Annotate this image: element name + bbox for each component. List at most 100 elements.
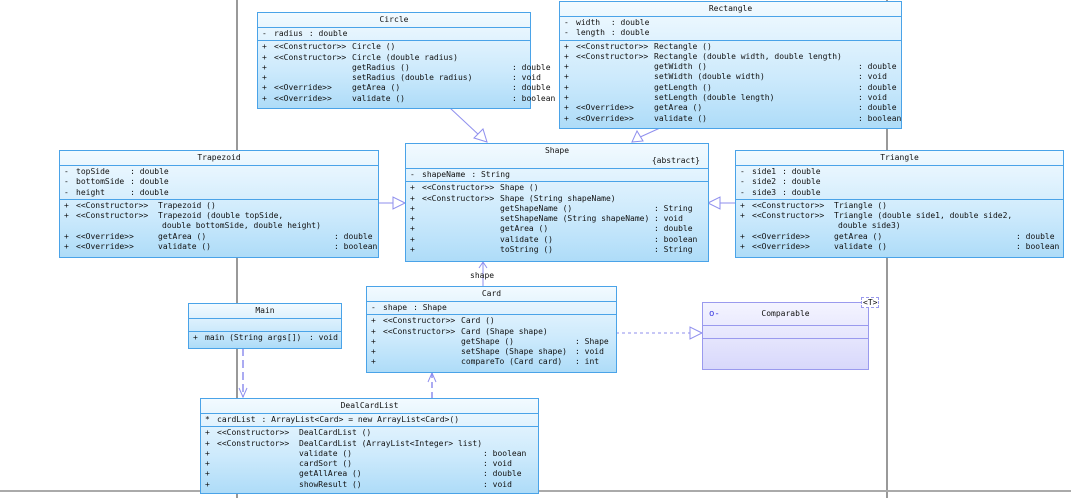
methods-section: +<<Constructor>>Triangle ()+<<Constructo… <box>736 200 1063 253</box>
stereotype <box>383 347 461 357</box>
class-header: Triangle <box>736 151 1063 166</box>
method-name: toString () <box>500 245 553 255</box>
interface-comparable[interactable]: o- Comparable <box>702 302 869 370</box>
class-name: Trapezoid <box>197 153 241 162</box>
return-type: : int <box>575 357 600 367</box>
method-row: +<<Constructor>>Shape (String shapeName) <box>410 194 708 204</box>
method-row: +<<Constructor>>Card () <box>371 316 616 326</box>
class-header: Circle <box>258 13 530 28</box>
stereotype <box>422 204 500 214</box>
attribute-type: : double <box>782 187 821 197</box>
method-name: setWidth (double width) <box>654 72 765 82</box>
stereotype: <<Constructor>> <box>217 438 290 448</box>
visibility: + <box>205 459 210 469</box>
class-name: Card <box>481 289 502 298</box>
method-name: getArea () <box>500 224 549 234</box>
method-row: +<<Override>>validate (): boolean <box>262 94 555 104</box>
attribute-name: width <box>576 18 605 27</box>
realization-card-comparable <box>616 326 704 340</box>
return-type: : String <box>654 245 693 255</box>
visibility: - <box>64 167 69 176</box>
visibility: + <box>740 231 745 241</box>
visibility: - <box>262 29 267 38</box>
stereotype <box>576 83 654 93</box>
stereotype: <<Constructor>> <box>576 51 649 61</box>
return-type: : double <box>334 231 373 241</box>
attributes-section: -shape: Shape <box>367 302 616 316</box>
method-name: Card (Shape shape) <box>461 326 548 336</box>
method-row: +getArea (): double <box>410 224 708 234</box>
visibility: + <box>371 336 376 346</box>
method-row: +<<Constructor>>Triangle (double side1, … <box>740 211 1063 221</box>
stereotype <box>576 93 654 103</box>
method-name: compareTo (Card card) <box>461 357 563 367</box>
method-name: DealCardList () <box>299 428 372 438</box>
attribute-type: : Shape <box>413 303 447 312</box>
attribute-name: shapeName <box>422 170 466 179</box>
method-row: +<<Constructor>>DealCardList (ArrayList<… <box>205 439 538 449</box>
method-name: validate () <box>158 242 211 252</box>
method-name: getShapeName () <box>500 203 573 213</box>
stereotype: <<Override>> <box>752 242 810 252</box>
class-header: DealCardList <box>201 399 538 414</box>
method-name: main (String args[]) <box>205 333 302 342</box>
method-row: +setRadius (double radius): void <box>262 73 541 83</box>
method-name: getAllArea () <box>299 469 362 479</box>
class-triangle[interactable]: Triangle-side1: double-side2: double-sid… <box>735 150 1064 258</box>
attribute-name: side3 <box>752 187 777 197</box>
method-name: Rectangle () <box>654 41 712 51</box>
method-name: validate () <box>834 242 887 252</box>
attribute-name: height <box>76 187 125 197</box>
attribute-row: -side3 : double <box>740 188 1063 198</box>
visibility: + <box>205 438 210 448</box>
return-type: : void <box>575 347 604 357</box>
method-name: Card () <box>461 316 495 326</box>
dependency-dealcardlist-card <box>427 371 437 398</box>
attribute-type: : double <box>130 187 169 197</box>
attribute-type: : String <box>471 170 510 179</box>
return-type: : boolean <box>334 242 378 252</box>
method-row: +<<Constructor>>Triangle () <box>740 201 1063 211</box>
method-name: Trapezoid (double topSide, <box>158 211 284 221</box>
stereotype <box>274 63 352 73</box>
attribute-type: : double <box>610 28 650 38</box>
visibility: + <box>262 42 267 52</box>
method-name: showResult () <box>299 479 362 489</box>
method-name: getArea () <box>352 83 401 93</box>
method-row: +setShapeName (String shapeName): void <box>410 214 708 224</box>
attribute-row: -topSide : double <box>64 167 378 177</box>
attributes-section: -side1: double-side2: double-side3: doub… <box>736 166 1063 200</box>
visibility: + <box>205 428 210 438</box>
class-header: Rectangle <box>560 2 901 17</box>
visibility: + <box>193 333 198 342</box>
method-row: +<<Constructor>>Trapezoid (double topSid… <box>64 211 378 221</box>
attributes-section: -topSide : double-bottomSide: double-hei… <box>60 166 378 200</box>
class-shape[interactable]: Shape{abstract}-shapeName: String+<<Cons… <box>405 143 709 262</box>
method-name: setShape (Shape shape) <box>461 347 567 357</box>
visibility: - <box>740 187 745 197</box>
stereotype: <<Constructor>> <box>217 428 290 438</box>
method-row: +setWidth (double width): void <box>564 72 901 82</box>
method-name: Circle () <box>352 42 396 52</box>
class-header: Shape{abstract} <box>406 144 708 169</box>
attribute-type: : double <box>782 177 821 187</box>
stereotype: <<Constructor>> <box>383 326 456 336</box>
method-name: validate () <box>654 113 707 123</box>
class-trapezoid[interactable]: Trapezoid-topSide : double-bottomSide: d… <box>59 150 379 258</box>
attribute-row: -width : double <box>564 18 901 28</box>
method-row: +<<Constructor>>Circle (double radius) <box>262 53 530 63</box>
attributes-section: *cardList: ArrayList<Card> = new ArrayLi… <box>201 414 538 428</box>
method-name: Shape () <box>500 183 539 193</box>
class-circle[interactable]: Circle-radius: double+<<Constructor>>Cir… <box>257 12 555 109</box>
class-dealcardlist[interactable]: DealCardList*cardList: ArrayList<Card> =… <box>200 398 539 494</box>
visibility: + <box>262 62 267 72</box>
return-type: : boolean <box>512 93 556 103</box>
class-main[interactable]: Main+main (String args[]): void <box>188 303 342 349</box>
stereotype <box>274 73 352 83</box>
stereotype <box>422 224 500 234</box>
class-rectangle[interactable]: Rectangle-width : double-length: double+… <box>559 1 902 129</box>
method-row: + <<Constructor>> DealCardList () <box>205 428 538 438</box>
class-card[interactable]: Card-shape: Shape+<<Constructor>>Card ()… <box>366 286 617 373</box>
attribute-name: side1 <box>752 167 777 176</box>
visibility: + <box>564 62 569 72</box>
